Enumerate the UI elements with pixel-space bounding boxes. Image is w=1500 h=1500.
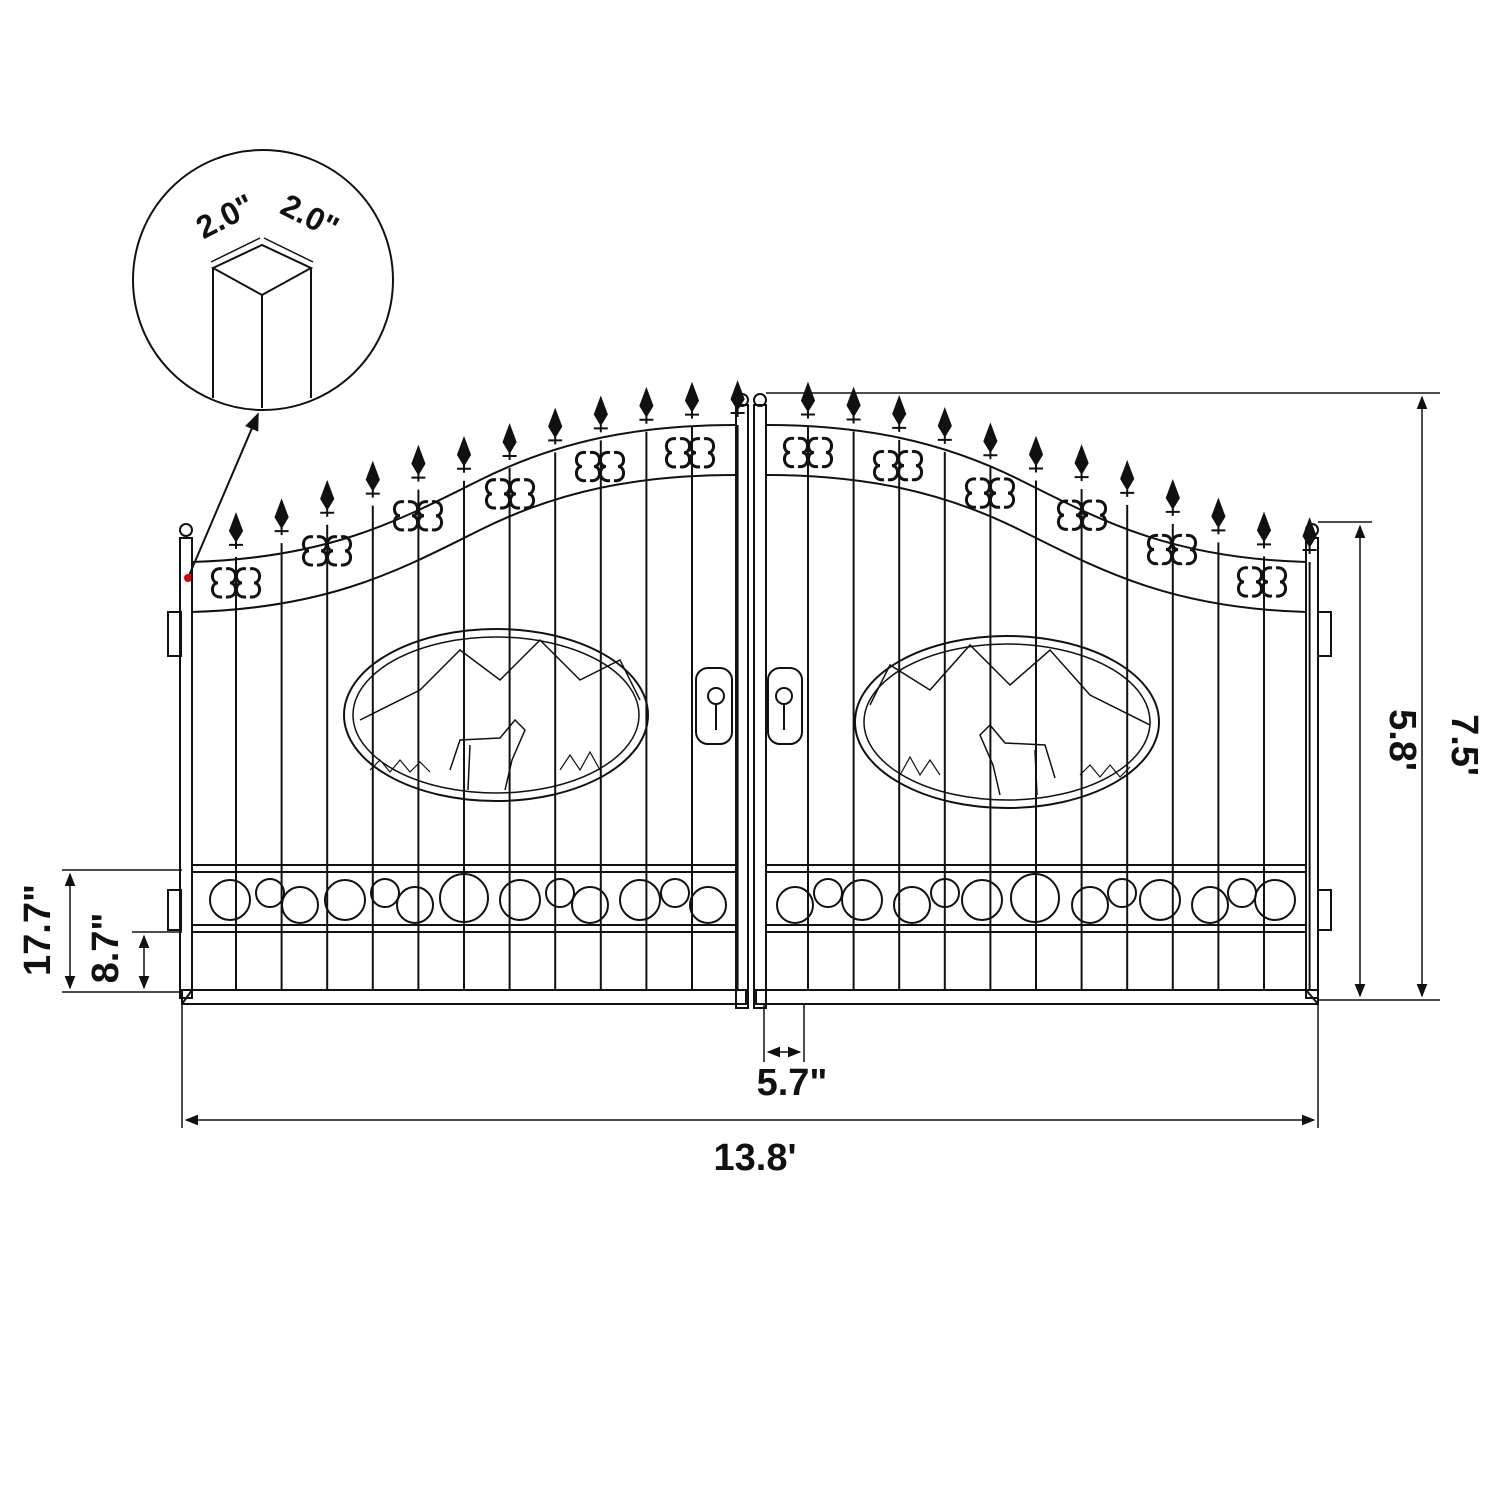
right-deer-medallion: [854, 635, 1160, 809]
square-post-icon: [210, 243, 314, 408]
right-finial: [846, 386, 861, 424]
right-latch-bracket: [767, 667, 803, 745]
left-latch-bracket: [695, 667, 733, 745]
left-finial: [274, 498, 289, 536]
right-center-post-cap: [753, 393, 767, 407]
right-finial: [892, 395, 907, 432]
right-center-post: [753, 404, 767, 1009]
right-finial: [1165, 479, 1180, 516]
left-finial: [456, 435, 472, 473]
right-hinge-upper: [1317, 611, 1332, 657]
left-medallion-grass: [369, 750, 601, 773]
right-finial: [1256, 511, 1272, 549]
left-finial: [730, 380, 745, 418]
post-dimension-ticks: [210, 237, 314, 263]
left-finial: [365, 460, 380, 498]
right-finial: [1028, 435, 1044, 473]
right-finial: [937, 406, 952, 444]
left-scroll-ornament: [211, 567, 237, 599]
left-bottom-frame-bevel: [181, 989, 193, 1005]
right-scroll-ornament: [783, 436, 809, 468]
right-finials: [800, 381, 1317, 554]
left-scroll-band: [209, 873, 727, 924]
right-gate-leaf: [753, 393, 1332, 1009]
right-scroll-ornament: [1261, 566, 1287, 598]
dimension-lines: [62, 392, 1440, 1128]
right-deer-medallion-inner: [863, 643, 1151, 801]
callout-leader-arrow: [187, 412, 259, 579]
post-depth-label: 2.0": [275, 187, 344, 246]
right-scroll-ornament: [873, 450, 899, 482]
left-finial: [684, 381, 700, 419]
left-scroll-ornament: [509, 478, 535, 510]
left-post-cap: [179, 523, 193, 537]
right-finial: [1211, 497, 1226, 535]
left-scroll-ornament: [485, 478, 511, 510]
right-scroll-ornament: [897, 450, 923, 482]
right-scroll-ornament: [1171, 534, 1197, 566]
left-hinge-lower: [167, 889, 182, 931]
right-medallion-grass: [899, 755, 1131, 778]
left-scroll-ornament: [417, 500, 443, 532]
left-scroll-ornament: [302, 535, 328, 567]
right-scroll-ornament: [1237, 566, 1263, 598]
left-finial: [228, 511, 244, 549]
right-top-scrolls: [783, 436, 1287, 598]
left-gate-leaf: [167, 393, 749, 1009]
left-finials: [228, 380, 745, 549]
left-finial: [411, 444, 426, 482]
overall-height-label: 7.5': [1443, 714, 1485, 776]
left-medallion-mountains: [359, 638, 641, 721]
right-scroll-ornament: [1147, 534, 1173, 566]
side-height-label: 5.8': [1381, 709, 1423, 771]
right-hinge-lower: [1317, 889, 1332, 931]
left-finial: [639, 386, 654, 424]
right-finial: [983, 422, 998, 460]
post-detail-circle: [132, 149, 394, 411]
right-scroll-ornament: [989, 477, 1015, 509]
right-scroll-ornament: [1081, 499, 1107, 531]
left-pickets: [235, 425, 739, 990]
right-bottom-frame: [755, 989, 1319, 1005]
right-finial: [800, 381, 816, 419]
left-scroll-ornament: [665, 437, 691, 469]
right-post: [1305, 537, 1319, 999]
bottom-rail-height-label: 8.7": [85, 913, 127, 984]
left-scroll-ornament: [599, 451, 625, 483]
left-finial: [502, 423, 517, 461]
right-top-rail: [765, 424, 1307, 563]
left-finial: [593, 395, 608, 433]
left-finial: [320, 479, 335, 517]
post-gap-label: 5.7": [757, 1062, 828, 1104]
left-bottom-frame: [181, 989, 747, 1005]
left-scroll-ornament: [326, 535, 352, 567]
right-scroll-ornament: [807, 436, 833, 468]
left-medallion-deer: [449, 718, 526, 791]
callout-marker-dot: [184, 574, 192, 582]
left-scroll-ornament: [235, 567, 261, 599]
left-finial: [548, 407, 563, 445]
right-scroll-ornament: [1057, 499, 1083, 531]
right-finial: [1120, 459, 1135, 497]
right-finial: [1302, 517, 1317, 554]
scroll-band-height-label: 17.7": [17, 884, 59, 976]
right-bottom-frame-bevel: [1305, 989, 1319, 1005]
right-pickets: [807, 426, 1311, 990]
right-scroll-ornament: [965, 477, 991, 509]
overall-width-label: 13.8': [714, 1137, 797, 1179]
left-deer-medallion: [343, 628, 649, 802]
left-hinge-upper: [167, 611, 182, 657]
post-width-label: 2.0": [190, 187, 259, 246]
left-scroll-ornament: [575, 451, 601, 483]
left-scroll-ornament: [689, 437, 715, 469]
left-scroll-ornament: [393, 500, 419, 532]
right-finial: [1074, 444, 1089, 482]
left-top-scrolls: [211, 437, 715, 599]
left-deer-medallion-inner: [352, 636, 640, 794]
left-top-rail: [191, 424, 737, 563]
post-detail-callout: 2.0" 2.0": [132, 149, 394, 582]
